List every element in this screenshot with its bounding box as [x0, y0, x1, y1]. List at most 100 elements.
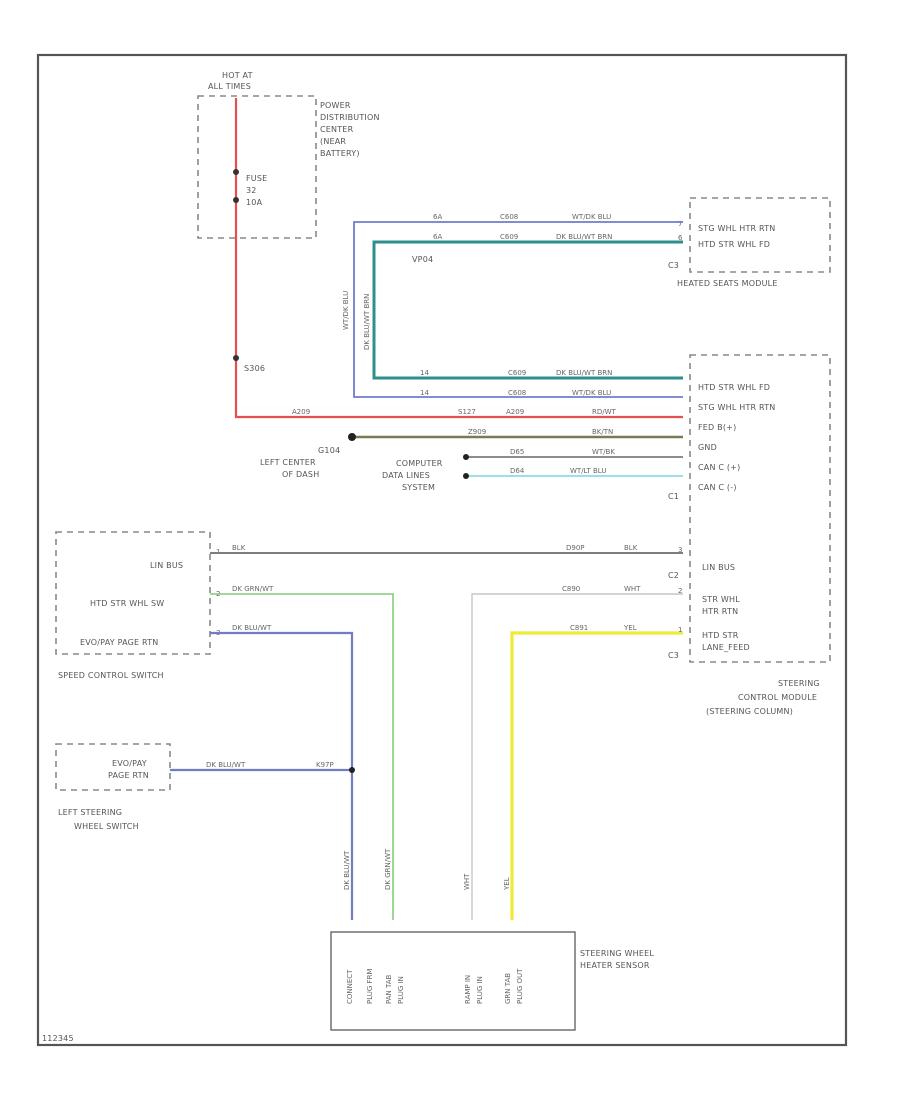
heater-sensor-pin-3: PAN TAB — [385, 974, 393, 1004]
scm-c1-pin-4: GND — [698, 443, 717, 452]
blue-wire-color: DK BLU/WT — [232, 624, 272, 632]
fuse-label-3: 10A — [246, 198, 263, 207]
pdc-label-1: POWER — [320, 101, 351, 110]
heated-seats-module-name: HEATED SEATS MODULE — [677, 279, 778, 288]
heated-seats-pin-2: HTD STR WHL FD — [698, 240, 770, 249]
lsws-wire-code: K97P — [316, 761, 334, 769]
ground-name: G104 — [318, 446, 340, 455]
scm-c3-label: C3 — [668, 651, 679, 660]
scm-c1-pin-1: HTD STR WHL FD — [698, 383, 770, 392]
c1-wire3-splice: S127 — [458, 408, 476, 416]
teal-wire-c609 — [372, 240, 683, 380]
lin-bus-wire-color: BLK — [232, 544, 246, 552]
heated-seats-connector: C3 — [668, 261, 679, 270]
scm-c3-pin-3: HTD STR — [702, 631, 739, 640]
blue-page-rtn-wire — [210, 631, 354, 920]
splice-s306-node — [233, 355, 239, 361]
computer-data-lines-2: DATA LINES — [382, 471, 430, 480]
c1-wire5-color: WT/BK — [592, 448, 615, 456]
riser-label-blue: WT/DK BLU — [342, 291, 350, 330]
c2-wire-code: D90P — [566, 544, 585, 552]
c1-wire6-color: WT/LT BLU — [570, 467, 606, 475]
lsws-name-2: WHEEL SWITCH — [74, 822, 139, 831]
scm-c1-pin-6: CAN C (-) — [698, 483, 737, 492]
heater-sensor-pin-6: PLUG IN — [476, 976, 484, 1004]
c3-wire1-color: WHT — [624, 585, 641, 593]
can-c-plus-node — [463, 454, 469, 460]
lsws-wire-color: DK BLU/WT — [206, 761, 246, 769]
scm-name-3: (STEERING COLUMN) — [706, 707, 793, 716]
ground-g104-node — [348, 433, 356, 441]
scm-c1-pin-5: CAN C (+) — [698, 463, 740, 472]
power-distribution-center-box — [197, 95, 317, 239]
c1-wire1-cav: 14 — [420, 369, 429, 377]
c3-wire1-code: C890 — [562, 585, 580, 593]
heater-sensor-pin-4: PLUG IN — [397, 976, 405, 1004]
heated-seats-module-box — [689, 197, 831, 273]
speed-control-switch-box — [55, 531, 211, 655]
heated-seats-pin-num-1: 7 — [678, 220, 682, 228]
scm-c2-pin-1: LIN BUS — [702, 563, 735, 572]
hot-at-all-times-label-2: ALL TIMES — [208, 82, 251, 91]
green-wire-color: DK GRN/WT — [232, 585, 274, 593]
c1-wire4-color: BK/TN — [592, 428, 613, 436]
pdc-label-3: CENTER — [320, 125, 354, 134]
ground-line-1: LEFT CENTER — [260, 458, 316, 467]
c1-wire6-code: D64 — [510, 467, 525, 475]
green-heated-switch-wire — [210, 593, 394, 920]
c1-wire2-color: WT/DK BLU — [572, 389, 611, 397]
scm-name-2: CONTROL MODULE — [738, 693, 817, 702]
pdc-label-4: (NEAR — [320, 137, 346, 146]
can-c-minus-node — [463, 473, 469, 479]
speed-control-switch-name: SPEED CONTROL SWITCH — [58, 671, 164, 680]
heated-seats-pin-1: STG WHL HTR RTN — [698, 224, 775, 233]
hsm-wire1-code: C608 — [500, 213, 518, 221]
hsm-wire1-cav: 6A — [433, 213, 442, 221]
scm-c1-pin-2: STG WHL HTR RTN — [698, 403, 775, 412]
lsws-pin-2: PAGE RTN — [108, 771, 149, 780]
pdc-label-2: DISTRIBUTION — [320, 113, 380, 122]
computer-data-lines-3: SYSTEM — [402, 483, 435, 492]
heater-sensor-pin-5: RAMP IN — [464, 975, 472, 1004]
c3-wire2-pin: 1 — [678, 626, 682, 634]
c1-wire1-color: DK BLU/WT BRN — [556, 369, 612, 377]
vert-label-white: WHT — [463, 873, 471, 890]
red-power-wire — [234, 98, 683, 419]
c3-wire1-pin: 2 — [678, 587, 682, 595]
c2-wire-color: BLK — [624, 544, 638, 552]
heated-seats-pin-num-2: 6 — [678, 234, 683, 242]
lsws-name-1: LEFT STEERING — [58, 808, 122, 817]
scm-c3-pin-2: HTR RTN — [702, 607, 738, 616]
left-steering-wheel-switch-box — [55, 743, 171, 791]
diagram-id: 112345 — [42, 1034, 74, 1043]
c1-wire5-code: D65 — [510, 448, 524, 456]
hsm-wire2-color: DK BLU/WT BRN — [556, 233, 612, 241]
fuse-label-1: FUSE — [246, 174, 267, 183]
lsws-pin-1: EVO/PAY — [112, 759, 147, 768]
c3-wire2-code: C891 — [570, 624, 588, 632]
scm-c1-pin-3: FED B(+) — [698, 423, 736, 432]
c1-wire1-code: C609 — [508, 369, 526, 377]
scs-pin-1: LIN BUS — [150, 561, 183, 570]
scm-c3-pin-4: LANE_FEED — [702, 643, 750, 652]
vert-label-blue: DK BLU/WT — [343, 850, 351, 890]
splice-s306-label: S306 — [244, 364, 265, 373]
white-heater-rtn-wire — [471, 593, 683, 920]
computer-data-lines-1: COMPUTER — [396, 459, 443, 468]
pdc-label-5: BATTERY) — [320, 149, 360, 158]
hsm-wire2-cav: 6A — [433, 233, 442, 241]
heater-sensor-pin-7: GRN TAB — [504, 973, 512, 1004]
c1-wire4-code: Z909 — [468, 428, 486, 436]
c1-wire2-cav: 14 — [420, 389, 429, 397]
lsws-splice-node — [349, 767, 355, 773]
heater-sensor-pin-1: CONNECT — [346, 969, 354, 1004]
fuse-node-top — [233, 169, 239, 175]
vert-label-yellow: YEL — [503, 877, 511, 891]
ground-line-2: OF DASH — [282, 470, 319, 479]
c1-wire-red-code: A209 — [292, 408, 310, 416]
heater-sensor-name-2: HEATER SENSOR — [580, 961, 650, 970]
hsm-wire1-color: WT/DK BLU — [572, 213, 611, 221]
scm-c2-label: C2 — [668, 571, 679, 580]
diagram-frame — [36, 53, 848, 1047]
